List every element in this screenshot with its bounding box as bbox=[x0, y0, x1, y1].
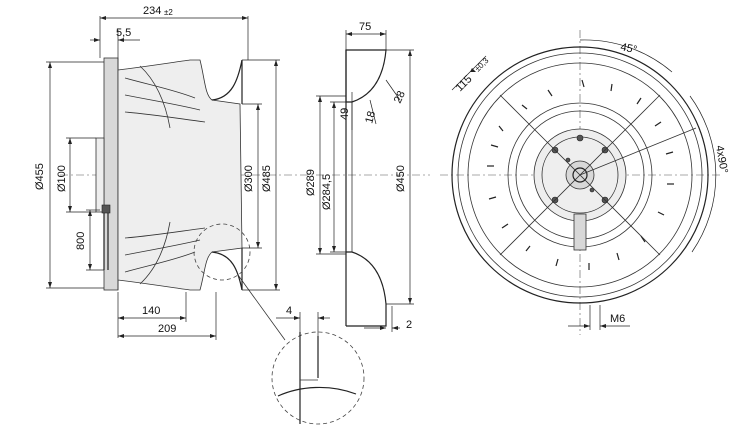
dim-115: 115 bbox=[454, 73, 475, 94]
motor-cap bbox=[95, 137, 105, 213]
dim-49: 49 bbox=[339, 108, 351, 120]
dim-45-deg: 45° bbox=[619, 41, 638, 56]
dim-234: 234 bbox=[143, 5, 161, 17]
dim-289: Ø289 bbox=[305, 169, 317, 196]
outer-ring bbox=[451, 46, 709, 304]
side-view: 234 ±2 5,5 Ø455 Ø100 800 bbox=[34, 5, 300, 341]
dim-4x90-deg: 4x90° bbox=[713, 144, 730, 174]
dim-4: 4 bbox=[286, 305, 292, 317]
front-view: 115 ±0,3 45° 4x90° M6 bbox=[440, 30, 730, 335]
dim-284-5: Ø284,5 bbox=[321, 174, 333, 210]
section-view: 75 49 18 28 Ø289 Ø284,5 Ø450 bbox=[300, 21, 430, 332]
dim-300: Ø300 bbox=[243, 165, 255, 192]
dim-485: Ø485 bbox=[261, 165, 273, 192]
dim-450: Ø450 bbox=[395, 165, 407, 192]
dim-28: 28 bbox=[392, 89, 408, 105]
mounting-plate bbox=[103, 57, 119, 291]
dim-455: Ø455 bbox=[34, 163, 46, 190]
dim-140: 140 bbox=[142, 305, 160, 317]
dim-100: Ø100 bbox=[56, 165, 68, 192]
blade-marks bbox=[487, 79, 674, 270]
dim-800: 800 bbox=[75, 232, 87, 250]
dim-75: 75 bbox=[359, 21, 371, 33]
dim-209: 209 bbox=[158, 323, 176, 335]
dim-234-tolerance: ±2 bbox=[164, 8, 173, 17]
dim-18: 18 bbox=[363, 110, 378, 125]
detail-circle-marker bbox=[193, 223, 251, 281]
detail-circle bbox=[271, 331, 365, 425]
detail-view: 4 bbox=[271, 305, 365, 425]
dim-115-tolerance: ±0,3 bbox=[473, 56, 491, 74]
cable-outlet bbox=[573, 213, 587, 251]
dim-m6: M6 bbox=[610, 313, 625, 325]
dim-2: 2 bbox=[406, 319, 412, 331]
dim-5-5: 5,5 bbox=[116, 27, 131, 39]
